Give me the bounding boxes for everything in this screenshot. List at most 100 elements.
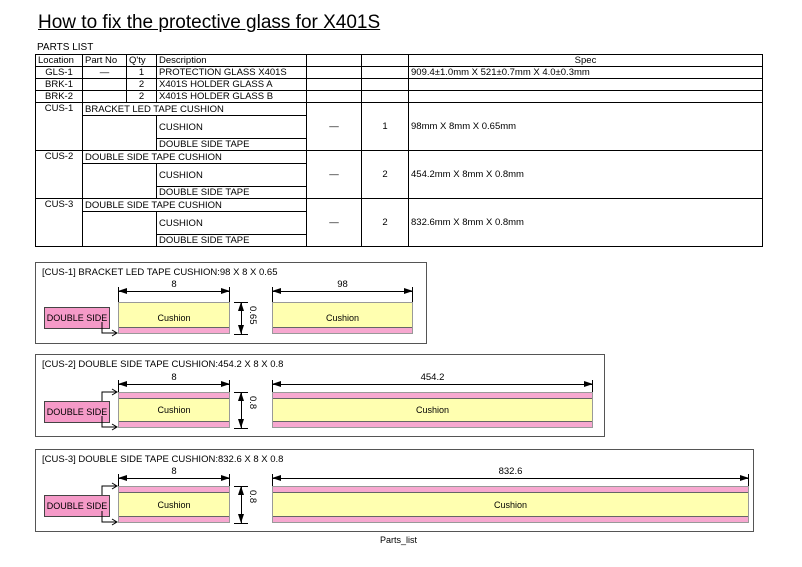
width-dimension-arrow: [118, 288, 230, 294]
length-label: 454.2: [420, 372, 445, 383]
cell-part-no: —: [306, 150, 362, 199]
pointer-arrow-icon: [101, 322, 118, 337]
cell-qty: 2: [126, 90, 157, 103]
parts-table: Location Part No Q'ty Description Spec G…: [35, 54, 763, 247]
tape-strip-bottom: [119, 421, 229, 427]
tape-strip-top: [119, 487, 229, 493]
diagram-panel-cus-1: [CUS-1] BRACKET LED TAPE CUSHION:98 X 8 …: [35, 262, 427, 344]
cell-location: CUS-2: [35, 150, 83, 199]
cell-location: CUS-1: [35, 102, 83, 151]
cell-description: DOUBLE SIDE TAPE CUSHION: [82, 198, 307, 212]
cushion-strip: Cushion: [272, 486, 749, 523]
table-row: BRK-1 2 X401S HOLDER GLASS A: [35, 78, 763, 91]
thickness-label: 0.65: [247, 306, 258, 325]
cushion-label: Cushion: [415, 405, 450, 415]
cell-part-no: —: [82, 66, 127, 79]
cell-location: BRK-1: [35, 78, 83, 91]
cushion-strip: Cushion: [272, 392, 593, 428]
cushion-cross-section: Cushion: [118, 486, 230, 523]
header-empty: [306, 54, 362, 67]
cell-sub-item: DOUBLE SIDE TAPE: [156, 234, 307, 247]
cell-location: BRK-2: [35, 90, 83, 103]
header-empty: [361, 54, 409, 67]
tape-strip-top: [119, 393, 229, 399]
table-row: BRK-2 2 X401S HOLDER GLASS B: [35, 90, 763, 103]
thickness-dimension-arrow: [238, 486, 244, 523]
cell-part-no: —: [306, 102, 362, 151]
cell-description: PROTECTION GLASS X401S: [156, 66, 307, 79]
double-side-tape-label: DOUBLE SIDE: [44, 495, 110, 517]
table-subrow: CUSHION: [36, 115, 763, 151]
thickness-dimension-arrow: [238, 392, 244, 428]
header-spec: Spec: [408, 54, 763, 67]
length-dimension-arrow: [272, 288, 413, 294]
cell-sub-item: CUSHION: [156, 115, 307, 139]
header-description: Description: [156, 54, 307, 67]
cushion-cross-section: Cushion: [118, 302, 230, 334]
cell-description: X401S HOLDER GLASS B: [156, 90, 307, 103]
width-dimension-arrow: [118, 381, 230, 387]
tape-label: DOUBLE SIDE: [46, 313, 108, 323]
tape-label: DOUBLE SIDE: [46, 501, 108, 511]
cushion-strip: Cushion: [272, 302, 413, 334]
tape-strip-bottom: [119, 327, 229, 333]
parts-list-label: PARTS LIST: [37, 42, 94, 53]
cell-qty: 1: [361, 102, 409, 151]
cell-location: CUS-3: [35, 198, 83, 247]
cushion-cross-section: Cushion: [118, 392, 230, 428]
cell-qty: 2: [361, 150, 409, 199]
cushion-label: Cushion: [157, 405, 191, 415]
diagram-title: [CUS-3] DOUBLE SIDE TAPE CUSHION:832.6 X…: [42, 454, 284, 465]
table-header-row: Location Part No Q'ty Description Spec: [35, 54, 763, 67]
cushion-label: Cushion: [157, 499, 191, 510]
tape-label: DOUBLE SIDE: [46, 407, 108, 417]
page-title: How to fix the protective glass for X401…: [38, 12, 381, 33]
length-label: 832.6: [498, 466, 523, 477]
pointer-arrow-icon: [101, 388, 118, 431]
thickness-label: 0.8: [247, 490, 258, 504]
tape-strip-bottom: [273, 516, 748, 522]
cell-sub-item: CUSHION: [156, 163, 307, 187]
cell-sub-item: DOUBLE SIDE TAPE: [156, 138, 307, 151]
cell-part-no: —: [306, 198, 362, 247]
tape-strip-bottom: [273, 327, 412, 333]
cell-sub-item: DOUBLE SIDE TAPE: [156, 186, 307, 199]
diagram-title: [CUS-1] BRACKET LED TAPE CUSHION:98 X 8 …: [42, 267, 278, 278]
tape-strip-top: [273, 487, 748, 493]
cell-location: GLS-1: [35, 66, 83, 79]
length-dimension-arrow: [272, 381, 593, 387]
cell-sub-item: CUSHION: [156, 211, 307, 235]
header-location: Location: [35, 54, 83, 67]
table-row: GLS-1 — 1 PROTECTION GLASS X401S 909.4±1…: [35, 66, 763, 79]
double-side-tape-label: DOUBLE SIDE: [44, 307, 110, 329]
header-part-no: Part No: [82, 54, 127, 67]
cell-description: DOUBLE SIDE TAPE CUSHION: [82, 150, 307, 164]
cell-qty: 2: [126, 78, 157, 91]
cell-spec: 832.6mm X 8mm X 0.8mm: [408, 198, 763, 247]
tape-strip-bottom: [273, 421, 592, 427]
diagram-panel-cus-3: [CUS-3] DOUBLE SIDE TAPE CUSHION:832.6 X…: [35, 449, 754, 532]
tape-strip-bottom: [119, 516, 229, 522]
pointer-arrow-icon: [101, 482, 118, 526]
cell-description: BRACKET LED TAPE CUSHION: [82, 102, 307, 116]
cell-spec: 909.4±1.0mm X 521±0.7mm X 4.0±0.3mm: [408, 66, 763, 79]
cushion-label: Cushion: [157, 313, 191, 323]
table-subrow: DOUBLE SIDE TAPE: [36, 234, 763, 247]
diagram-title: [CUS-2] DOUBLE SIDE TAPE CUSHION:454.2 X…: [42, 359, 284, 370]
cushion-label: Cushion: [493, 499, 528, 510]
cushion-label: Cushion: [325, 313, 360, 323]
cell-description: X401S HOLDER GLASS A: [156, 78, 307, 91]
width-dimension-arrow: [118, 475, 230, 481]
cell-spec: 98mm X 8mm X 0.65mm: [408, 102, 763, 151]
diagram-panel-cus-2: [CUS-2] DOUBLE SIDE TAPE CUSHION:454.2 X…: [35, 354, 605, 437]
length-label: 98: [337, 279, 348, 290]
cell-qty: 1: [126, 66, 157, 79]
width-label: 8: [171, 279, 177, 290]
thickness-dimension-arrow: [238, 302, 244, 334]
header-qty: Q'ty: [126, 54, 157, 67]
thickness-label: 0.8: [247, 396, 258, 410]
cell-spec: 454.2mm X 8mm X 0.8mm: [408, 150, 763, 199]
